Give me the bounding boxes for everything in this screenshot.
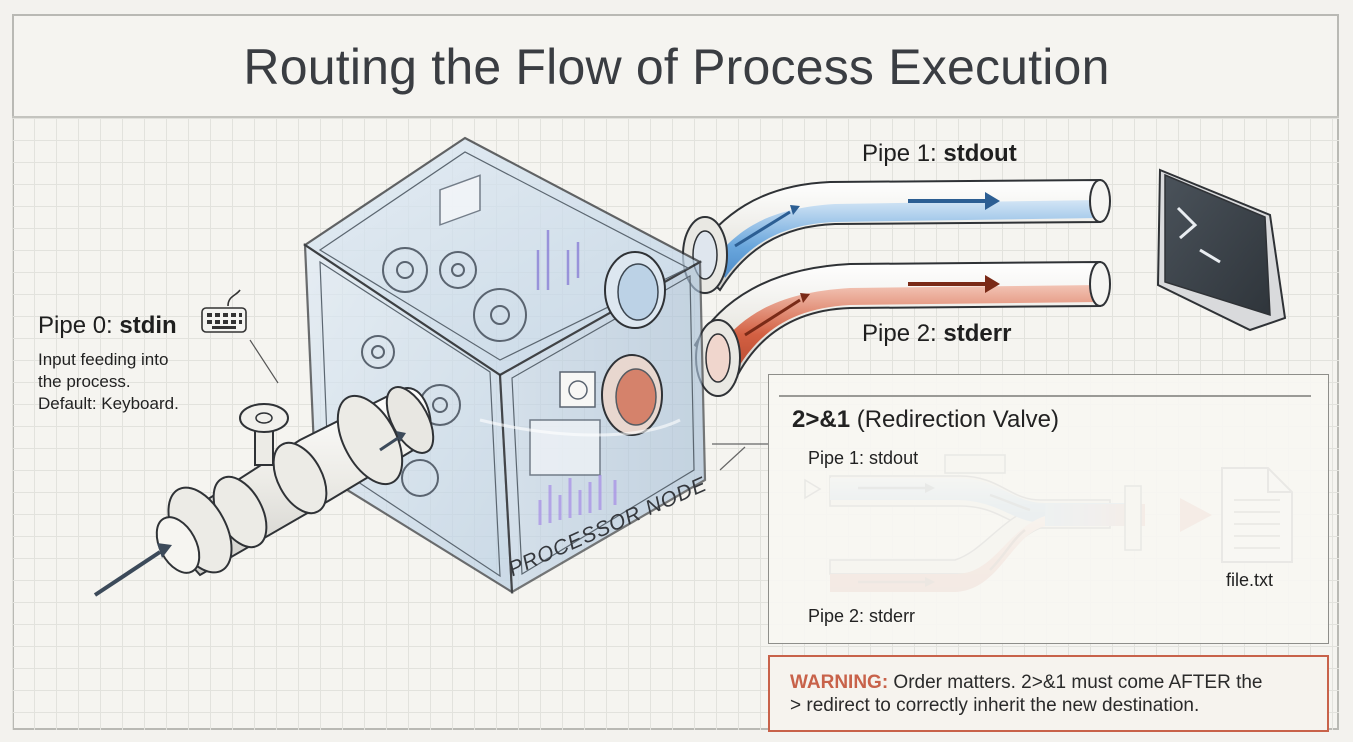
title-divider: [12, 116, 1339, 118]
inset-stderr-label: Pipe 2: stderr: [808, 606, 916, 626]
stdin-description: Input feeding into the process. Default:…: [38, 350, 179, 413]
terminal-monitor-icon: [1156, 168, 1287, 332]
inset-stdout-label: Pipe 1: stdout: [808, 448, 919, 468]
warning-box: WARNING: Order matters. 2>&1 must come A…: [768, 655, 1329, 732]
inset-divider: [779, 395, 1311, 397]
inset-leader-line: [712, 443, 768, 471]
page-title: Routing the Flow of Process Execution: [243, 39, 1110, 95]
warning-text-line2: > redirect to correctly inherit the new …: [790, 695, 1200, 716]
stdin-leader-line: [249, 339, 279, 384]
stdin-pipe: [93, 386, 435, 597]
stdout-label: Pipe 1: stdout: [862, 140, 1017, 167]
redirection-inset-panel: [768, 374, 1329, 644]
stderr-label: Pipe 2: stderr: [862, 320, 1012, 347]
inset-title: 2>&1 (Redirection Valve): [792, 406, 1060, 433]
stdout-pipe: [688, 178, 1111, 292]
warning-text-line1: Order matters. 2>&1 must come AFTER the: [888, 672, 1263, 693]
keyboard-icon: [201, 289, 247, 333]
warning-label: WARNING:: [790, 672, 889, 693]
file-label: file.txt: [1226, 570, 1274, 590]
stderr-pipe: [693, 260, 1111, 382]
stdin-label: Pipe 0: stdin: [38, 312, 177, 339]
